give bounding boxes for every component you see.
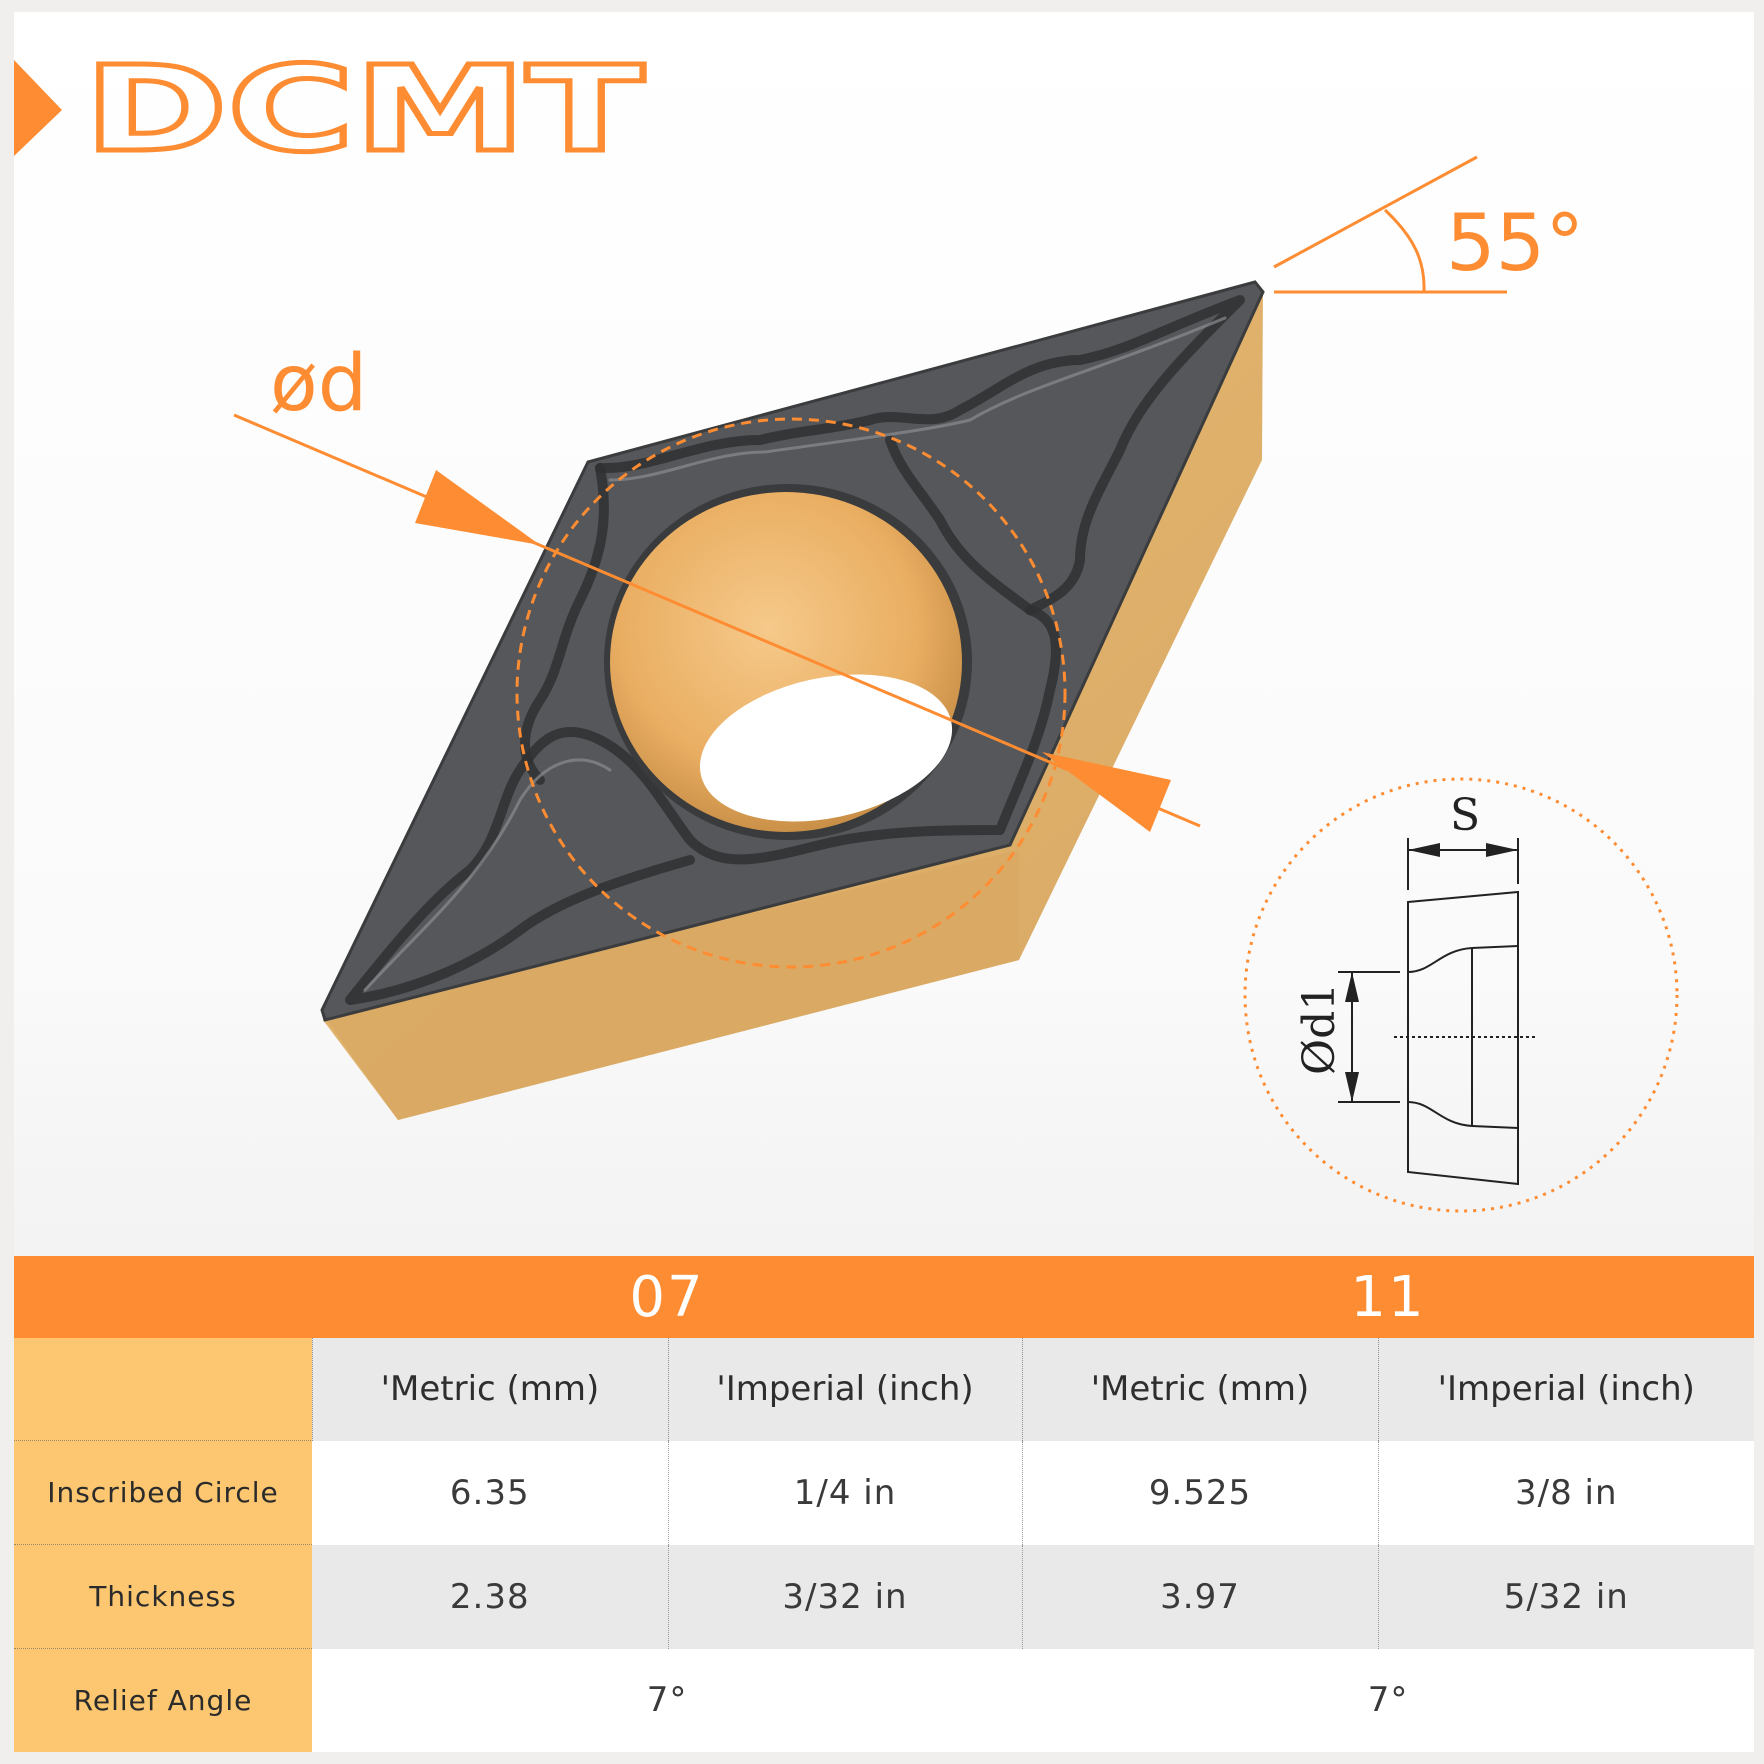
insert-side-face: [323, 288, 1263, 1120]
unit-header: 'Imperial (inch): [668, 1338, 1023, 1441]
chipbreaker-groove-highlight: [363, 316, 1227, 992]
unit-header: 'Metric (mm): [312, 1338, 669, 1441]
thickness-arrow-right-icon: [1486, 843, 1518, 857]
title-arrow-icon: [14, 60, 62, 156]
size-header-07: 07: [312, 1256, 1023, 1338]
insert-side-face-front: [323, 850, 1019, 1120]
thickness-label: S: [1450, 790, 1480, 841]
table-cell: 7°: [312, 1648, 1023, 1752]
table-cell: 5/32 in: [1378, 1544, 1755, 1649]
arrow-head-left-icon: [415, 470, 540, 545]
table-cell: 9.525: [1022, 1440, 1379, 1545]
table-cell: 3.97: [1022, 1544, 1379, 1649]
angle-line-upper: [1273, 155, 1478, 269]
row-label: Thickness: [14, 1544, 312, 1649]
section-detail-circle: [1243, 777, 1679, 1213]
thickness-arrow-left-icon: [1408, 843, 1440, 857]
diameter-dimension-line: [233, 413, 1201, 828]
unit-header-row: 'Metric (mm) 'Imperial (inch) 'Metric (m…: [14, 1338, 1755, 1441]
table-cell: 3/8 in: [1378, 1440, 1755, 1545]
unit-corner: [14, 1338, 313, 1441]
arrow-head-right-icon: [1042, 752, 1171, 832]
table-corner: [14, 1256, 312, 1338]
table-row-relief-angle: Relief Angle 7° 7°: [14, 1648, 1755, 1752]
table-cell: 3/32 in: [668, 1544, 1023, 1649]
hole-arrow-bottom-icon: [1345, 1072, 1359, 1102]
inscribed-circle: [515, 417, 1067, 969]
table-row-thickness: Thickness 2.38 3/32 in 3.97 5/32 in: [14, 1544, 1755, 1649]
angle-label: 55°: [1446, 199, 1584, 289]
hole-diameter-label: Ød1: [1294, 983, 1345, 1075]
section-profile: [1338, 838, 1536, 1186]
row-label: Relief Angle: [14, 1648, 312, 1752]
diameter-label: ød: [270, 339, 367, 429]
size-header-row: 07 11: [14, 1256, 1755, 1338]
center-hole-through: [699, 674, 953, 822]
table-cell: 6.35: [312, 1440, 669, 1545]
table-cell: 2.38: [312, 1544, 669, 1649]
table-row-inscribed-circle: Inscribed Circle 6.35 1/4 in 9.525 3/8 i…: [14, 1440, 1755, 1545]
unit-header: 'Metric (mm): [1022, 1338, 1379, 1441]
size-header-11: 11: [1022, 1256, 1755, 1338]
spec-table: 07 11 'Metric (mm) 'Imperial (inch) 'Met…: [14, 1256, 1755, 1752]
chipbreaker-groove-lower: [345, 605, 1061, 1005]
chipbreaker-groove-left: [520, 463, 609, 785]
chipbreaker-groove-upper: [595, 295, 1245, 615]
unit-header: 'Imperial (inch): [1378, 1338, 1755, 1441]
page-title: DCMT: [84, 40, 644, 178]
row-label: Inscribed Circle: [14, 1440, 312, 1545]
hole-arrow-top-icon: [1345, 972, 1359, 1002]
table-cell: 7°: [1022, 1648, 1755, 1752]
table-cell: 1/4 in: [668, 1440, 1023, 1545]
angle-arc: [1383, 208, 1426, 293]
